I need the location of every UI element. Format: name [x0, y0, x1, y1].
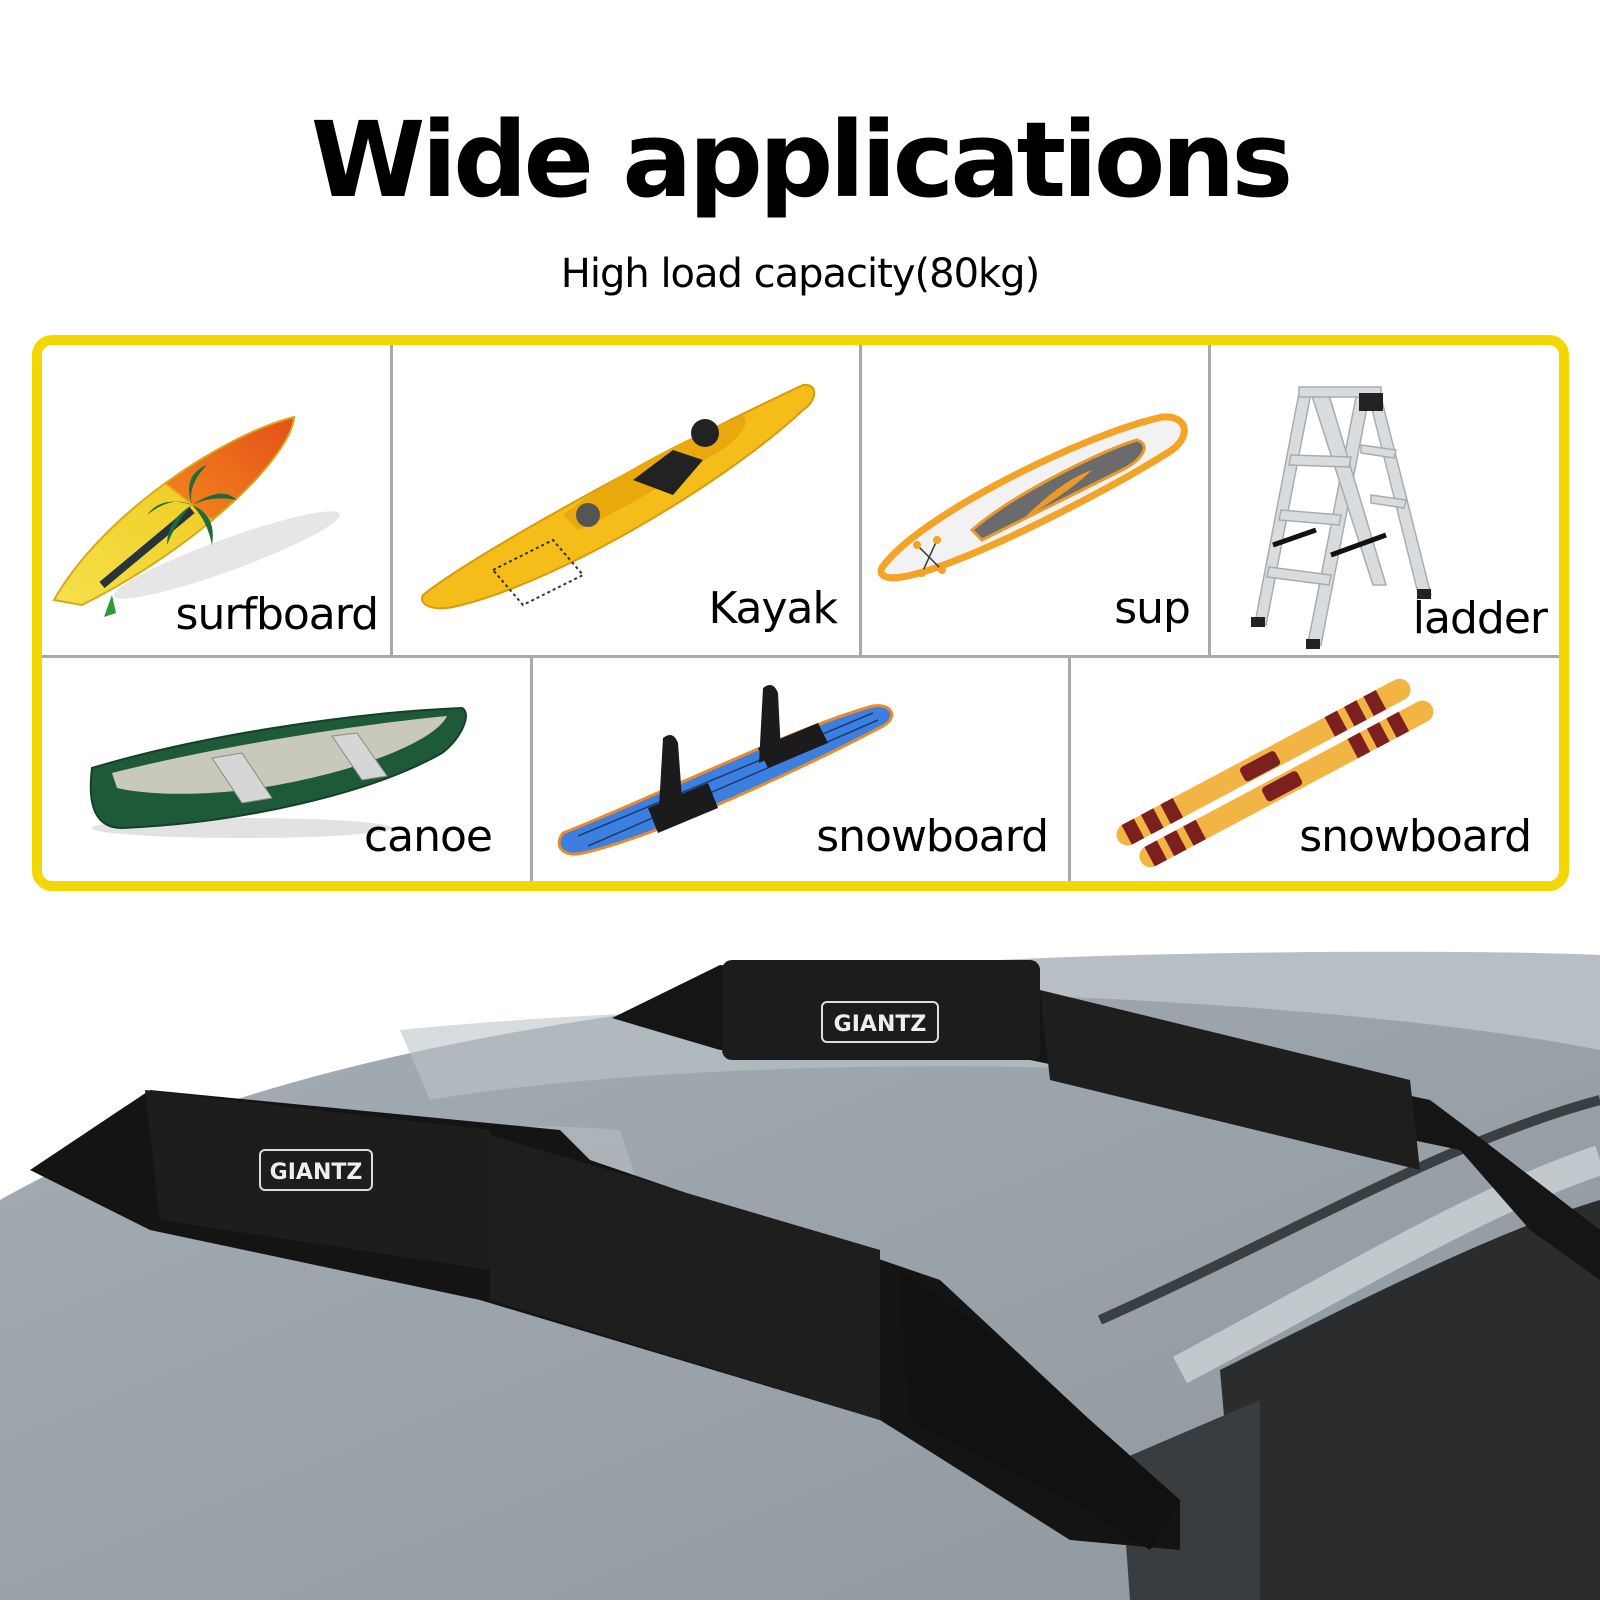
- applications-grid-frame: surfboard Kayak sup: [32, 335, 1569, 891]
- divider: [859, 345, 862, 656]
- giantz-logo-rear: GIANTZ: [834, 1012, 927, 1037]
- application-label: Kayak: [708, 583, 838, 634]
- snowboard-icon: [557, 684, 894, 856]
- application-card-canoe: canoe: [42, 658, 530, 881]
- application-card-kayak: Kayak: [393, 345, 859, 655]
- ladder-icon: [1251, 386, 1432, 649]
- kayak-icon: [421, 383, 816, 610]
- giantz-logo-front: GIANTZ: [270, 1160, 363, 1185]
- application-card-ladder: ladder: [1211, 345, 1559, 655]
- skis-icon: [1116, 678, 1434, 868]
- divider: [1068, 656, 1071, 881]
- divider: [42, 655, 1559, 658]
- application-card-skis: snowboard: [1071, 658, 1559, 881]
- sup-board-icon: [877, 413, 1188, 582]
- application-label: canoe: [363, 811, 493, 862]
- roof-pad-rear: GIANTZ: [612, 960, 1600, 1280]
- roof-pad-front: GIANTZ: [30, 1090, 1180, 1550]
- car-roof-illustration: GIANTZ GIANTZ: [0, 951, 1600, 1600]
- application-card-sup: sup: [862, 345, 1208, 655]
- canoe-icon: [89, 706, 467, 838]
- application-label: snowboard: [816, 811, 1049, 862]
- application-label: surfboard: [175, 589, 379, 640]
- page-title: Wide applications: [310, 99, 1294, 221]
- application-label: ladder: [1412, 593, 1548, 644]
- page-subtitle: High load capacity(80kg): [560, 251, 1040, 297]
- application-card-surfboard: surfboard: [42, 345, 390, 655]
- divider: [390, 345, 393, 656]
- surfboard-icon: [52, 415, 340, 617]
- application-card-snowboard: snowboard: [533, 658, 1068, 881]
- product-photo-car-roof: GIANTZ GIANTZ: [0, 900, 1600, 1600]
- divider: [1208, 345, 1211, 656]
- application-label: snowboard: [1299, 811, 1532, 862]
- application-label: sup: [1114, 583, 1191, 634]
- divider: [530, 656, 533, 881]
